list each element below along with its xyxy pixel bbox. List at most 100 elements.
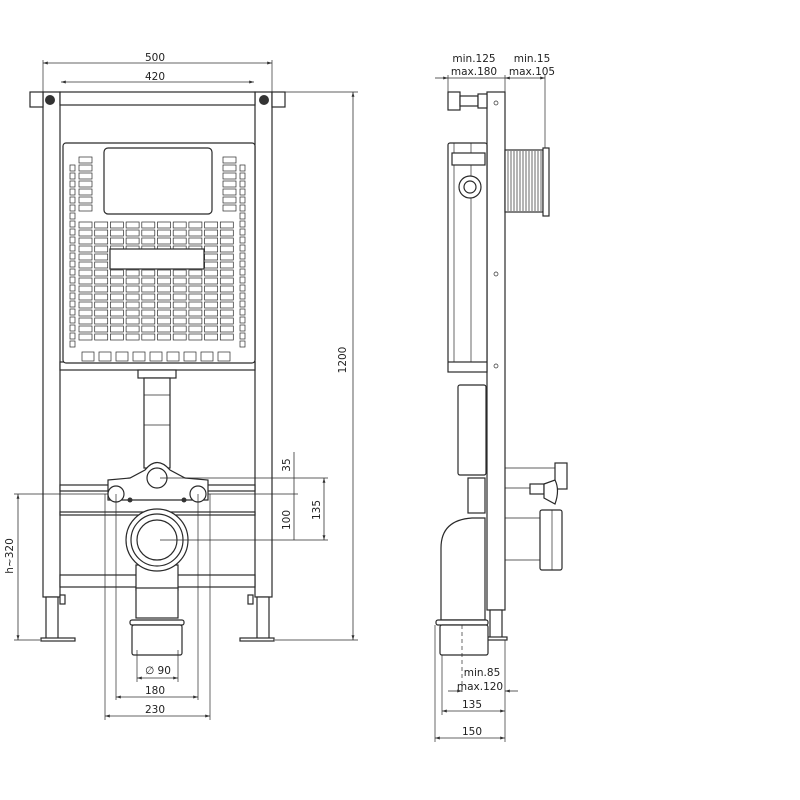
grid-cell [78,229,93,237]
dim-bottom-max: max.120 [457,681,503,693]
grid-cell [125,221,140,229]
grid-cell [69,228,76,236]
grid-cell [157,333,171,341]
grid-cell [110,277,124,285]
grid-cell [78,325,93,333]
grid-cell [69,164,76,172]
grid-cell [239,260,246,268]
grid-cell [188,325,203,333]
grid-cell [157,269,171,277]
grid-cell [78,156,93,164]
grid-cell [69,292,76,300]
grid-cell [125,269,140,277]
mounting-plate [107,461,209,656]
grid-cell [222,204,237,212]
grid-cell [78,277,93,285]
flush-bend [435,477,489,656]
grid-cell [69,324,76,332]
grid-cell [239,164,246,172]
grid-cell [204,309,218,317]
grid-cell [141,325,156,333]
grid-cell [69,276,76,284]
grid-cell [69,172,76,180]
grid-cell [219,293,234,301]
grid-cell [141,237,156,245]
grid-cell [141,309,156,317]
grid-cell [219,301,234,309]
grid-cell [239,332,246,340]
grid-cell [125,325,140,333]
grid-cell [78,188,93,196]
grid-cell [94,245,109,253]
grid-cell [69,212,76,220]
grid-cell [78,237,93,245]
grid-cell [110,221,124,229]
grid-cell [204,277,218,285]
grid-cell [125,277,140,285]
grid-cell [188,237,203,245]
grid-cell [219,221,234,229]
grid-cell [110,317,124,325]
grid-cell [98,351,112,362]
grid-cell [172,285,187,293]
grid-cell [141,221,156,229]
grid-cell [141,269,156,277]
grid-cell [222,164,237,172]
grid-cell [204,301,218,309]
grid-cell [110,333,124,341]
grid-cell [172,269,187,277]
grid-cell [172,301,187,309]
grid-cell [157,317,171,325]
grid-cell [125,309,140,317]
dim-depth-top-max: max.180 [451,66,497,78]
grid-cell [172,293,187,301]
flush-bend-outlet [504,147,568,571]
grid-cell [188,277,203,285]
grid-cell [188,293,203,301]
grid-cell [219,237,234,245]
valve [447,91,488,111]
grid-cell [78,172,93,180]
grid-cell [69,300,76,308]
grid-cell [78,301,93,309]
grid-cell [219,285,234,293]
grid-cell [94,261,109,269]
grid-cell [94,317,109,325]
front-view: 500 420 1200 h~320 35 100 135 ∅ 90 180 [4,52,358,720]
grid-cell [78,285,93,293]
grid-cell [125,301,140,309]
grid-cell [132,351,146,362]
grid-cell [219,333,234,341]
grid-cell [188,285,203,293]
grid-cell [200,351,214,362]
grid-cell [219,309,234,317]
grid-cell [78,164,93,172]
grid-cell [94,229,109,237]
cistern [62,142,256,364]
grid-cell [69,308,76,316]
dim-width-inner: 420 [145,71,165,83]
grid-cell [69,284,76,292]
grid-cell [222,188,237,196]
grid-cell [239,284,246,292]
grid-cell [78,180,93,188]
grid-cell [78,196,93,204]
grid-cell [141,229,156,237]
grid-cell [172,333,187,341]
dim-bottom-135: 135 [462,699,482,711]
grid-cell [239,196,246,204]
grid-cell [204,221,218,229]
grid-cell [204,253,218,261]
grid-cell [69,268,76,276]
grid-cell [239,324,246,332]
grid-cell [78,221,93,229]
grid-cell [81,351,95,362]
grid-cell [110,325,124,333]
grid-cell [204,261,218,269]
grid-cell [172,309,187,317]
grid-cell [78,317,93,325]
grid-cell [239,268,246,276]
grid-cell [239,188,246,196]
grid-cell [69,196,76,204]
grid-cell [239,204,246,212]
